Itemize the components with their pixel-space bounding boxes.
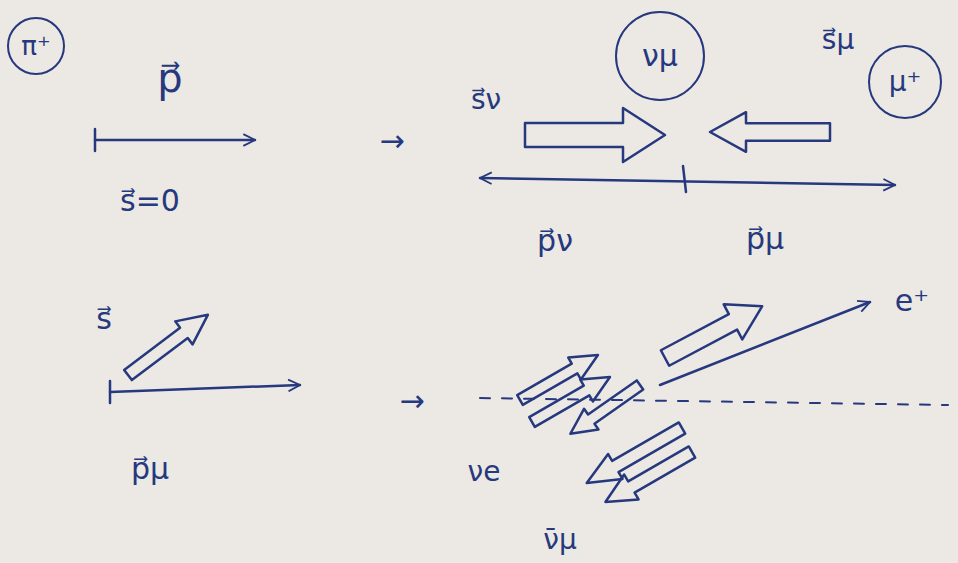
momentum-line bbox=[110, 385, 300, 392]
spin-arrow bbox=[563, 375, 647, 444]
physics-symbol: p⃗μ bbox=[746, 222, 784, 255]
particle-name: π⁺ bbox=[21, 33, 50, 59]
tick-mark bbox=[109, 381, 112, 403]
physics-symbol: s⃗=0 bbox=[120, 184, 180, 217]
spin-arrow bbox=[119, 303, 216, 386]
physics-symbol: p⃗μ bbox=[131, 452, 169, 485]
physics-symbol: p⃗ν bbox=[537, 224, 573, 257]
physics-symbol: s⃗μ bbox=[822, 25, 854, 56]
positron-line bbox=[660, 302, 870, 385]
spin-arrow bbox=[710, 112, 830, 152]
spin-arrow bbox=[656, 289, 772, 376]
spin-arrow bbox=[525, 108, 665, 162]
particle-circle: νμ bbox=[615, 11, 705, 101]
tick-mark bbox=[683, 166, 686, 192]
particle-name: μ⁺ bbox=[889, 68, 922, 96]
spin-arrow bbox=[526, 366, 617, 433]
physics-symbol: s⃗ν bbox=[471, 85, 501, 116]
physics-symbol: → bbox=[379, 124, 404, 157]
physics-symbol: s⃗ bbox=[96, 302, 112, 335]
spin-arrow bbox=[598, 440, 699, 515]
physics-symbol: p⃗ bbox=[157, 56, 182, 100]
physics-symbol: → bbox=[399, 384, 424, 417]
particle-name: νμ bbox=[642, 41, 678, 71]
momentum-axis bbox=[480, 178, 895, 185]
tick-mark bbox=[94, 129, 97, 151]
physics-symbol: e⁺ bbox=[895, 284, 929, 317]
physics-symbol: νe bbox=[468, 457, 501, 488]
particle-circle: π⁺ bbox=[7, 17, 65, 75]
momentum-line bbox=[95, 139, 255, 142]
physics-symbol: ν̄μ bbox=[543, 525, 576, 556]
particle-circle: μ⁺ bbox=[868, 45, 942, 119]
